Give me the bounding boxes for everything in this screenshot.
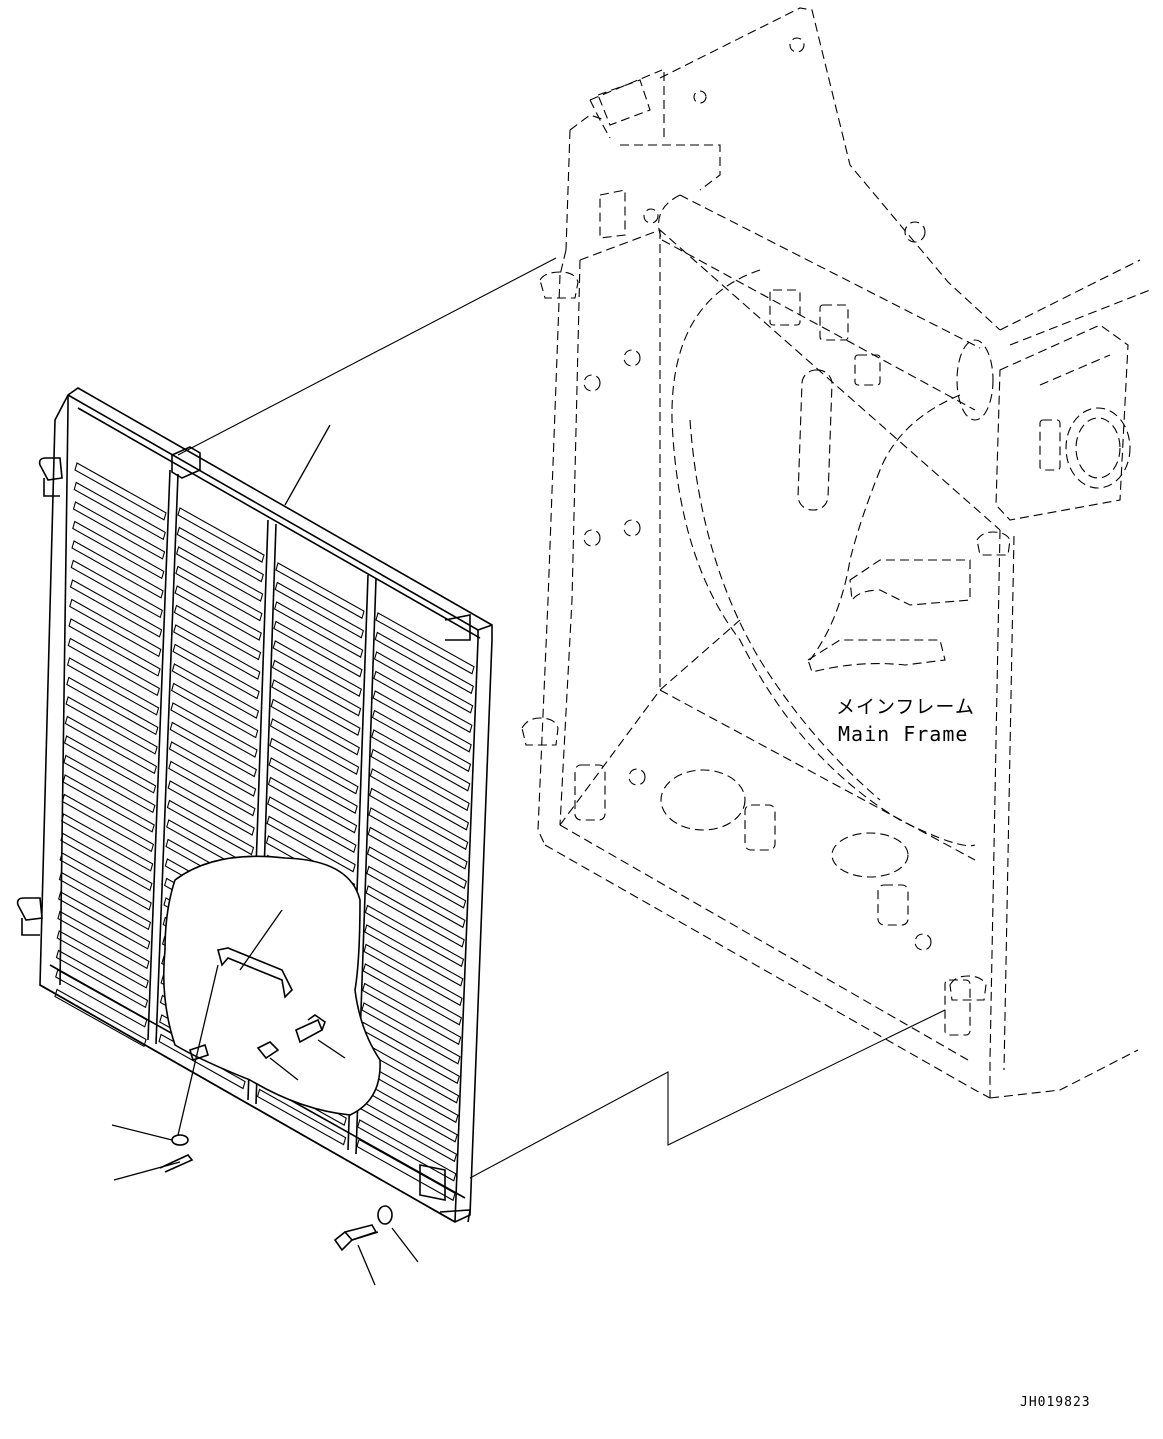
- grille-louver: [66, 657, 160, 716]
- grille-louver: [364, 924, 464, 987]
- grille-louver: [177, 507, 265, 563]
- grille-louver: [362, 963, 463, 1026]
- grille-louver: [168, 760, 256, 817]
- grille-louver: [270, 698, 360, 756]
- grille-louver: [65, 696, 158, 755]
- grille-louver: [55, 969, 148, 1028]
- grille-louver: [369, 787, 469, 851]
- grille-louver: [173, 624, 261, 680]
- grille-louver: [356, 1138, 456, 1202]
- grille-louver: [361, 1002, 461, 1065]
- main-frame-label-japanese: メインフレーム: [836, 696, 975, 718]
- grille-louver: [364, 904, 465, 968]
- grille-louver: [268, 757, 358, 814]
- grille-louver: [175, 546, 264, 602]
- grille-louver: [66, 676, 159, 736]
- grille-louver: [170, 702, 258, 758]
- loose-parts: [159, 1134, 393, 1252]
- drawing-number: JH019823: [1020, 1395, 1091, 1410]
- grille-louver: [176, 526, 264, 583]
- grille-louver: [372, 690, 472, 753]
- grille-louver: [272, 640, 362, 697]
- main-frame-outline: [521, 7, 1151, 1099]
- grille-louver: [357, 1119, 457, 1182]
- grille-louver: [71, 540, 164, 599]
- grille-louver: [362, 982, 462, 1046]
- grille-louver: [368, 807, 468, 870]
- grille-louver: [256, 1088, 347, 1146]
- grille-louver: [59, 852, 152, 911]
- grille-louver: [371, 709, 472, 773]
- grille-louver: [60, 832, 153, 892]
- grille-louver: [367, 826, 467, 890]
- grille-louver: [370, 748, 470, 812]
- grille-louver: [369, 768, 470, 831]
- grille-louver: [271, 679, 361, 736]
- grille-louver: [172, 643, 260, 700]
- grille-louver: [273, 620, 363, 678]
- grille-cutaway: [162, 855, 381, 1116]
- grille-louver: [63, 754, 156, 814]
- grille-louver: [61, 793, 155, 853]
- grille-louver: [167, 780, 255, 836]
- grille-louver: [58, 891, 151, 950]
- grille-louver: [371, 729, 471, 792]
- grille-louver: [357, 1099, 458, 1163]
- grille-louver: [166, 799, 255, 856]
- grille-louver: [57, 910, 150, 970]
- grille-louver: [274, 581, 364, 639]
- grille-louver: [74, 462, 167, 521]
- grille-louver: [72, 520, 165, 580]
- grille-louver: [70, 559, 163, 619]
- grille-louver: [61, 813, 154, 872]
- grille-louver: [374, 631, 474, 695]
- grille-louver: [275, 562, 365, 619]
- grille-louver: [366, 846, 467, 909]
- grille-louver: [269, 718, 360, 775]
- grille-louver: [67, 637, 160, 697]
- grille-louver: [269, 737, 359, 795]
- grille-louver: [69, 579, 163, 638]
- grille-louver: [175, 565, 263, 622]
- main-frame-label-english: Main Frame: [838, 722, 969, 746]
- grille-louver: [73, 481, 166, 541]
- leader-lines: [111, 424, 419, 1286]
- grille-louver: [171, 663, 260, 719]
- grille-louver: [266, 815, 356, 873]
- grille-louver: [72, 501, 166, 560]
- grille-louver: [56, 930, 149, 989]
- grille-louver: [375, 612, 475, 675]
- grille-louver: [54, 988, 147, 1048]
- grille-louver: [62, 774, 155, 833]
- grille-louver: [58, 871, 152, 931]
- grille-louver: [69, 598, 162, 658]
- grille-louver: [271, 659, 362, 717]
- grille-louver: [169, 721, 257, 778]
- grille-louver: [373, 651, 474, 714]
- grille-louver: [267, 776, 358, 834]
- grille-louver: [173, 604, 262, 661]
- grille-louver: [267, 796, 357, 853]
- grille-louver: [363, 943, 463, 1007]
- alignment-lines: [177, 257, 946, 1179]
- grille-louver: [373, 670, 473, 734]
- grille-louver: [63, 735, 157, 794]
- grille-louver: [168, 741, 257, 797]
- grille-louver: [171, 682, 259, 739]
- radiator-grille: [16, 387, 493, 1223]
- grille-louver: [273, 601, 364, 658]
- grille-louver: [365, 885, 465, 948]
- grille-louver: [68, 618, 161, 677]
- grille-louver: [366, 865, 466, 929]
- grille-louver: [174, 585, 262, 641]
- grille-louver: [55, 949, 149, 1009]
- grille-louver: [64, 715, 158, 775]
